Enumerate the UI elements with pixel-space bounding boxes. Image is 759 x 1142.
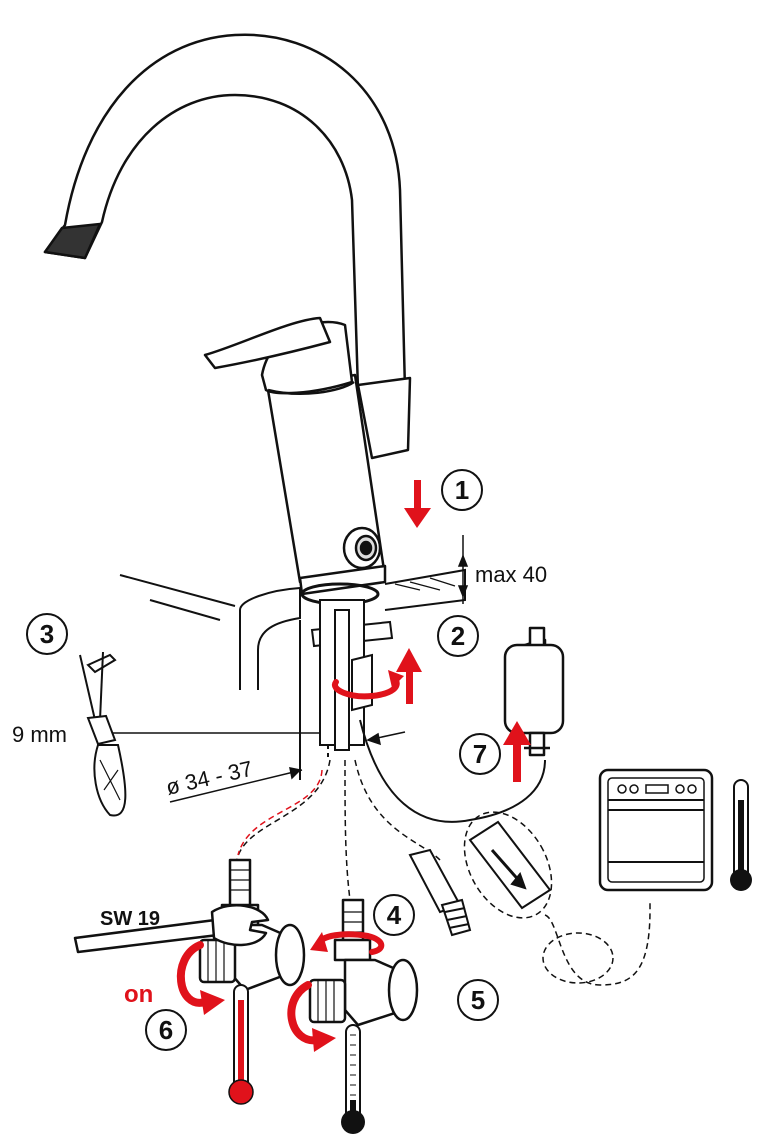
faucet-spout (43, 33, 412, 460)
dishwasher-icon (598, 768, 714, 892)
wrench-icon (73, 904, 270, 954)
step-badge-6: 6 (145, 1009, 187, 1051)
angle-valve-cold (308, 898, 419, 1027)
hose-loop (542, 932, 614, 984)
strip-length-label: 9 mm (12, 722, 67, 747)
dimension-hole-diameter (169, 731, 406, 803)
step-badge-1: 1 (441, 469, 483, 511)
step-number-4: 4 (387, 900, 402, 930)
thermometer-cold-icon (341, 1024, 365, 1134)
supply-hoses (235, 759, 441, 901)
tighten-arrow-icon (315, 931, 385, 955)
open-arrowhead-cold-icon (312, 1028, 336, 1052)
dimension-max-height (457, 535, 469, 604)
step-badge-4: 4 (373, 894, 415, 936)
rotate-arrowhead-icon (388, 670, 404, 688)
appliance-hose (544, 900, 651, 986)
mounting-shank (300, 582, 394, 760)
step-number-2: 2 (451, 621, 465, 651)
wrench-size-label: SW 19 (100, 908, 160, 930)
power-adapter-icon (503, 626, 565, 757)
step-badge-3: 3 (26, 613, 68, 655)
valve-on-label: on (124, 981, 153, 1008)
open-arrow-cold-icon (287, 981, 322, 1045)
max-height-label: max 40 (475, 562, 547, 587)
open-arrowhead-hot-icon (200, 990, 225, 1015)
step-number-5: 5 (471, 985, 485, 1015)
step-number-1: 1 (455, 475, 469, 505)
step-badge-2: 2 (437, 615, 479, 657)
filter-zoom-circle (463, 811, 553, 919)
thermometer-dishwasher-icon (730, 779, 752, 891)
step-number-6: 6 (159, 1015, 173, 1045)
filter-cartridge (408, 848, 472, 937)
countertop (119, 568, 466, 780)
hot-hose-red (237, 769, 323, 856)
open-arrow-hot-icon (176, 941, 209, 1007)
step-number-7: 7 (473, 739, 487, 769)
screwdriver-icon (79, 651, 127, 817)
rotate-arrow-icon (331, 675, 400, 700)
mixer-body (203, 316, 387, 596)
tighten-arrowhead-icon (310, 932, 328, 952)
arrow-up-icon (396, 648, 422, 704)
sensor-knob (342, 526, 382, 570)
thermometer-hot-icon (228, 984, 254, 1105)
arrow-up-adapter-icon (503, 721, 531, 782)
step-number-3: 3 (40, 619, 54, 649)
step-badge-7: 7 (459, 733, 501, 775)
power-cable (359, 719, 546, 823)
step-badge-5: 5 (457, 979, 499, 1021)
filter-zoom-detail (468, 820, 552, 910)
arrow-down-icon (404, 480, 431, 528)
